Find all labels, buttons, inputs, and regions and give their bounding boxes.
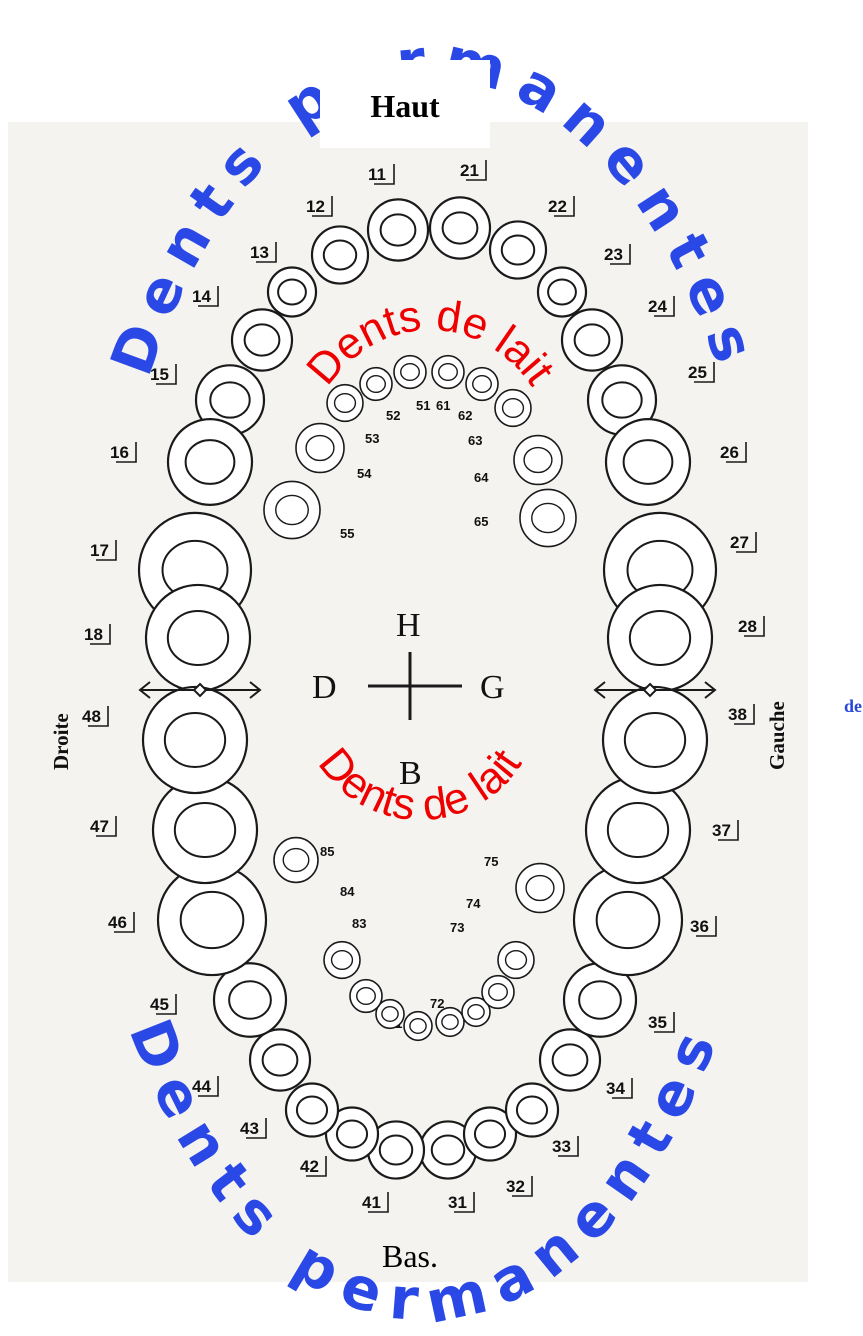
tooth-number-label: 11	[368, 165, 386, 184]
tooth-outline	[296, 424, 344, 473]
tooth-outline	[143, 687, 247, 793]
tooth-number-label: 27	[730, 533, 749, 552]
tooth-number-label: 41	[362, 1193, 381, 1212]
label-gauche: Gauche	[765, 701, 789, 770]
tooth-outline	[498, 942, 534, 979]
tooth-number-label: 18	[84, 625, 103, 644]
tooth-outline	[520, 489, 576, 546]
tooth-outline	[514, 436, 562, 485]
tooth-outline	[608, 585, 712, 691]
tooth-outline	[562, 309, 622, 370]
tooth-number-label: 83	[352, 916, 366, 931]
tooth-number-label: 23	[604, 245, 623, 264]
side-fragment-text: de	[844, 696, 862, 717]
tooth-number-label: 53	[365, 431, 379, 446]
tooth-outline	[586, 777, 690, 883]
tooth-outline	[506, 1083, 558, 1136]
tooth-number-label: 12	[306, 197, 325, 216]
tooth-outline	[482, 976, 514, 1009]
tooth-outline	[286, 1083, 338, 1136]
tooth-number-label: 45	[150, 995, 169, 1014]
label-droite: Droite	[49, 713, 73, 770]
tooth-outline	[516, 864, 564, 913]
tooth-outline	[350, 980, 382, 1013]
tooth-outline	[394, 356, 426, 389]
tooth-number-label: 85	[320, 844, 334, 859]
tooth-number-label: 33	[552, 1137, 571, 1156]
tooth-outline	[490, 221, 546, 278]
tooth-outline	[146, 585, 250, 691]
tooth-number-label: 22	[548, 197, 567, 216]
tooth-outline	[436, 1008, 464, 1037]
tooth-outline	[540, 1029, 600, 1090]
tooth-outline	[250, 1029, 310, 1090]
inner-arc-bottom-text: Dents de lait	[309, 739, 530, 831]
tooth-outline	[368, 199, 428, 260]
tooth-outline	[312, 226, 368, 283]
tooth-number-label: 16	[110, 443, 129, 462]
tooth-number-label: 28	[738, 617, 757, 636]
tooth-number-label: 17	[90, 541, 109, 560]
label-bas: Bas.	[382, 1238, 438, 1275]
tooth-number-label: 52	[386, 408, 400, 423]
tooth-number-label: 51	[416, 398, 430, 413]
tooth-number-label: 46	[108, 913, 127, 932]
tooth-number-label: 47	[90, 817, 109, 836]
tooth-outline	[268, 268, 316, 317]
tooth-number-label: 64	[474, 470, 489, 485]
tooth-number-label: 34	[606, 1079, 625, 1098]
compass-cross	[368, 652, 462, 720]
tooth-number-label: 65	[474, 514, 488, 529]
tooth-number-label: 32	[506, 1177, 525, 1196]
tooth-number-label: 13	[250, 243, 269, 262]
tooth-outline	[606, 419, 690, 505]
tooth-number-label: 75	[484, 854, 498, 869]
outer-arc-bottom-path: Dents permanentes	[116, 1010, 734, 1336]
tooth-number-label: 36	[690, 917, 709, 936]
tooth-number-label: 72	[430, 996, 444, 1011]
tooth-outline	[324, 942, 360, 979]
tooth-number-label: 38	[728, 705, 747, 724]
tooth-number-label: 37	[712, 821, 731, 840]
tooth-outline	[432, 356, 464, 389]
compass-west: D	[312, 669, 337, 706]
tooth-number-label: 55	[340, 526, 354, 541]
midline-arrow-right	[140, 682, 260, 698]
tooth-number-label: 26	[720, 443, 739, 462]
tooth-outline	[232, 309, 292, 370]
tooth-outline	[264, 481, 320, 538]
tooth-number-label: 48	[82, 707, 101, 726]
tooth-number-label: 74	[466, 896, 481, 911]
tooth-number-label: 63	[468, 433, 482, 448]
inner-arc-top-text: Dents de lait	[297, 291, 564, 394]
tooth-number-label: 54	[357, 466, 372, 481]
tooth-outline	[466, 368, 498, 401]
tooth-number-label: 31	[448, 1193, 467, 1212]
tooth-number-label: 21	[460, 161, 479, 180]
tooth-number-label: 24	[648, 297, 667, 316]
tooth-outline	[603, 687, 707, 793]
compass-north: H	[396, 607, 421, 644]
tooth-number-label: 84	[340, 884, 355, 899]
label-haut: Haut	[320, 88, 490, 125]
tooth-outline	[495, 390, 531, 427]
inner-arc-top-path: Dents de lait	[297, 291, 564, 394]
tooth-number-label: 42	[300, 1157, 319, 1176]
tooth-number-label: 73	[450, 920, 464, 935]
tooth-outline	[430, 197, 490, 258]
tooth-outline	[360, 368, 392, 401]
tooth-number-label: 61	[436, 398, 450, 413]
tooth-outline	[404, 1012, 432, 1041]
tooth-outline	[168, 419, 252, 505]
tooth-number-label: 62	[458, 408, 472, 423]
tooth-number-label: 43	[240, 1119, 259, 1138]
compass-east: G	[480, 669, 505, 706]
outer-arc-bottom-text: Dents permanentes	[116, 1010, 734, 1336]
inner-arc-bottom-path: Dents de lait	[309, 739, 530, 831]
tooth-outline	[274, 838, 318, 883]
tooth-outline	[538, 268, 586, 317]
